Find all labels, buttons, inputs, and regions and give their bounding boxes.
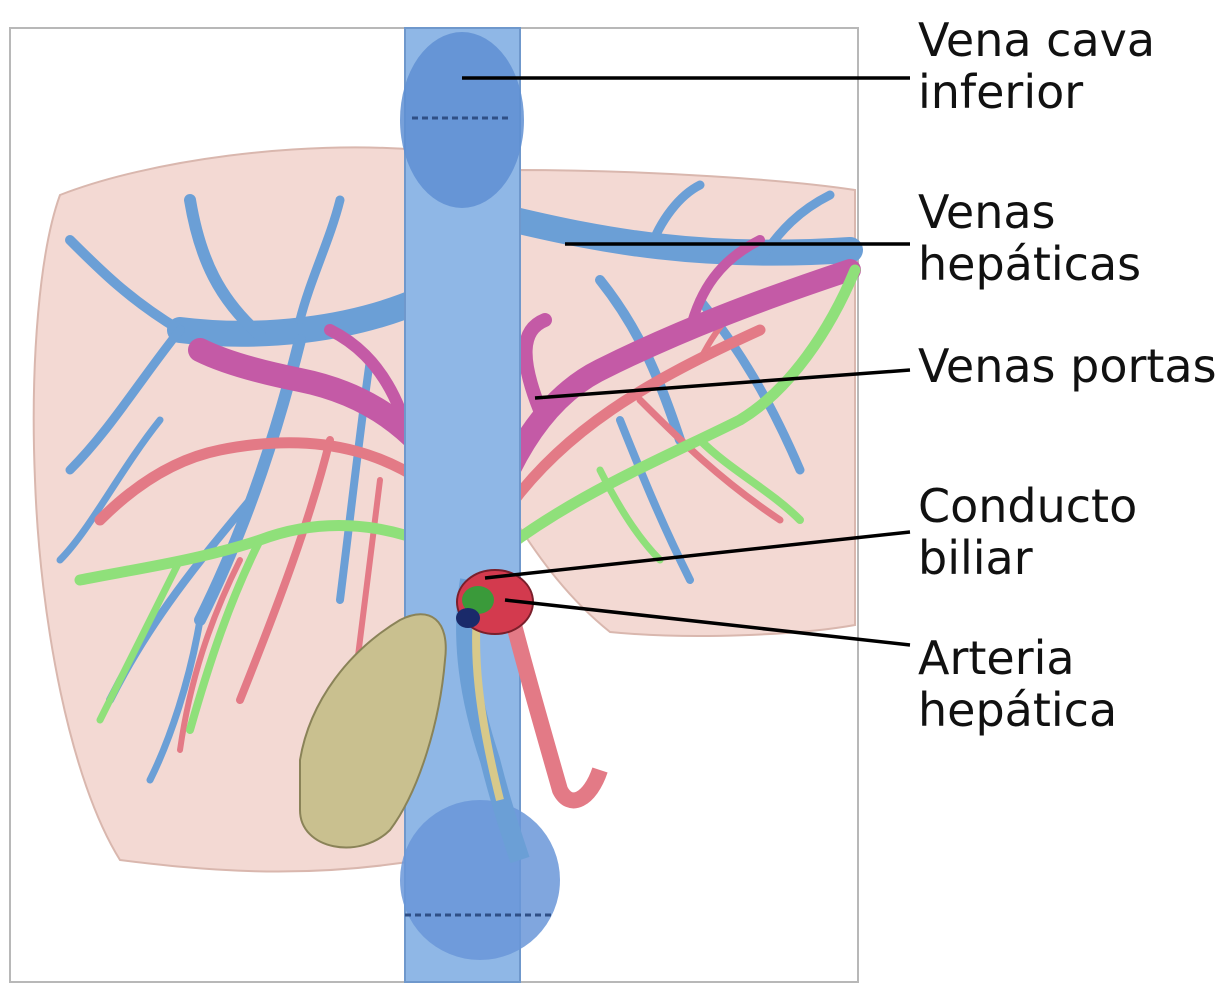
label-venas-portas: Venas portas — [918, 340, 1217, 392]
label-venas-hepaticas: Venas hepáticas — [918, 186, 1141, 290]
label-line: Venas portas — [918, 340, 1217, 392]
label-line: hepáticas — [918, 238, 1141, 290]
label-conducto-biliar: Conducto biliar — [918, 480, 1137, 584]
label-line: Venas — [918, 186, 1141, 238]
label-line: Arteria — [918, 632, 1117, 684]
vena-cava-upper-cut — [400, 32, 524, 208]
vena-cava-lower-cut — [400, 800, 560, 960]
label-line: hepática — [918, 684, 1117, 736]
label-arteria-hepatica: Arteria hepática — [918, 632, 1117, 736]
label-line: Conducto — [918, 480, 1137, 532]
label-line: biliar — [918, 532, 1137, 584]
label-line: inferior — [918, 66, 1155, 118]
label-line: Vena cava — [918, 14, 1155, 66]
label-vena-cava-inferior: Vena cava inferior — [918, 14, 1155, 118]
